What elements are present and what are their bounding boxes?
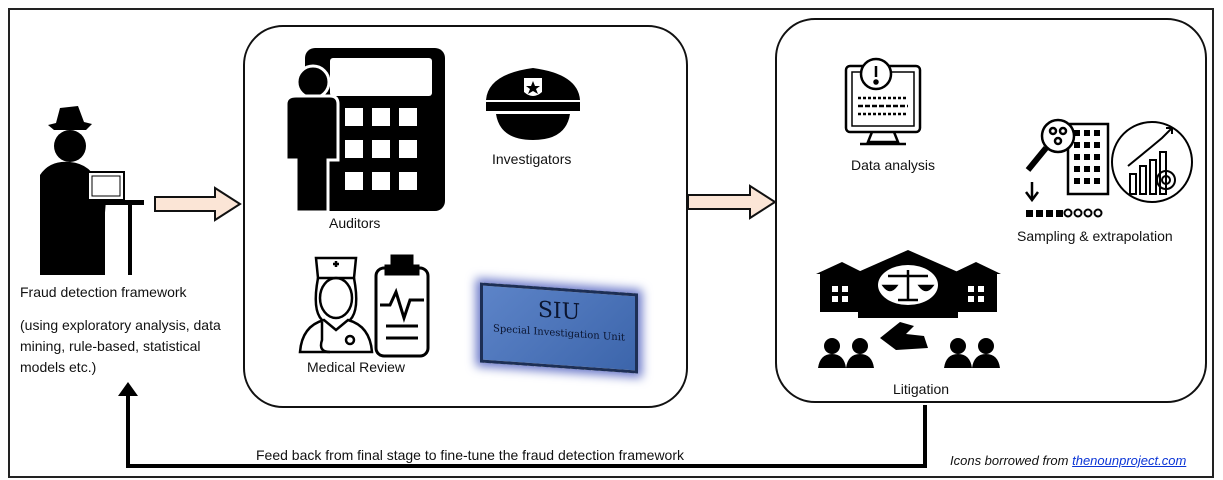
nurse-icon	[298, 256, 374, 354]
detective-icon	[40, 106, 144, 275]
flow-arrow-1	[154, 186, 242, 222]
investigators-label: Investigators	[492, 151, 572, 167]
credit-link[interactable]: thenounproject.com	[1072, 453, 1187, 468]
auditors-label: Auditors	[329, 215, 381, 231]
framework-title: Fraud detection framework	[20, 284, 187, 300]
data-analysis-label: Data analysis	[851, 157, 936, 173]
icon-credit: Icons borrowed from thenounproject.com	[950, 453, 1186, 468]
credit-text: Icons borrowed from	[950, 453, 1073, 468]
flow-arrow-2	[687, 184, 777, 220]
feedback-loop-line	[126, 395, 927, 468]
framework-desc-3: models etc.)	[20, 359, 97, 375]
siu-badge: SIU Special Investigation Unit	[480, 282, 638, 374]
sampling-icon	[1025, 118, 1193, 218]
data-screen-icon	[844, 57, 922, 146]
framework-desc-2: mining, rule-based, statistical	[20, 338, 201, 354]
diagram-frame	[8, 8, 1214, 478]
medical-review-label: Medical Review	[307, 359, 406, 375]
feedback-arrowhead	[118, 382, 138, 396]
accountant-icon	[284, 48, 445, 214]
clipboard-icon	[374, 254, 430, 358]
sampling-label: Sampling & extrapolation	[1017, 228, 1173, 244]
feedback-label: Feed back from final stage to fine-tune …	[256, 447, 685, 463]
litigation-label: Litigation	[893, 381, 950, 397]
courthouse-icon	[816, 250, 1001, 368]
framework-desc-1: (using exploratory analysis, data	[20, 317, 221, 333]
police-cap-icon	[486, 68, 580, 140]
